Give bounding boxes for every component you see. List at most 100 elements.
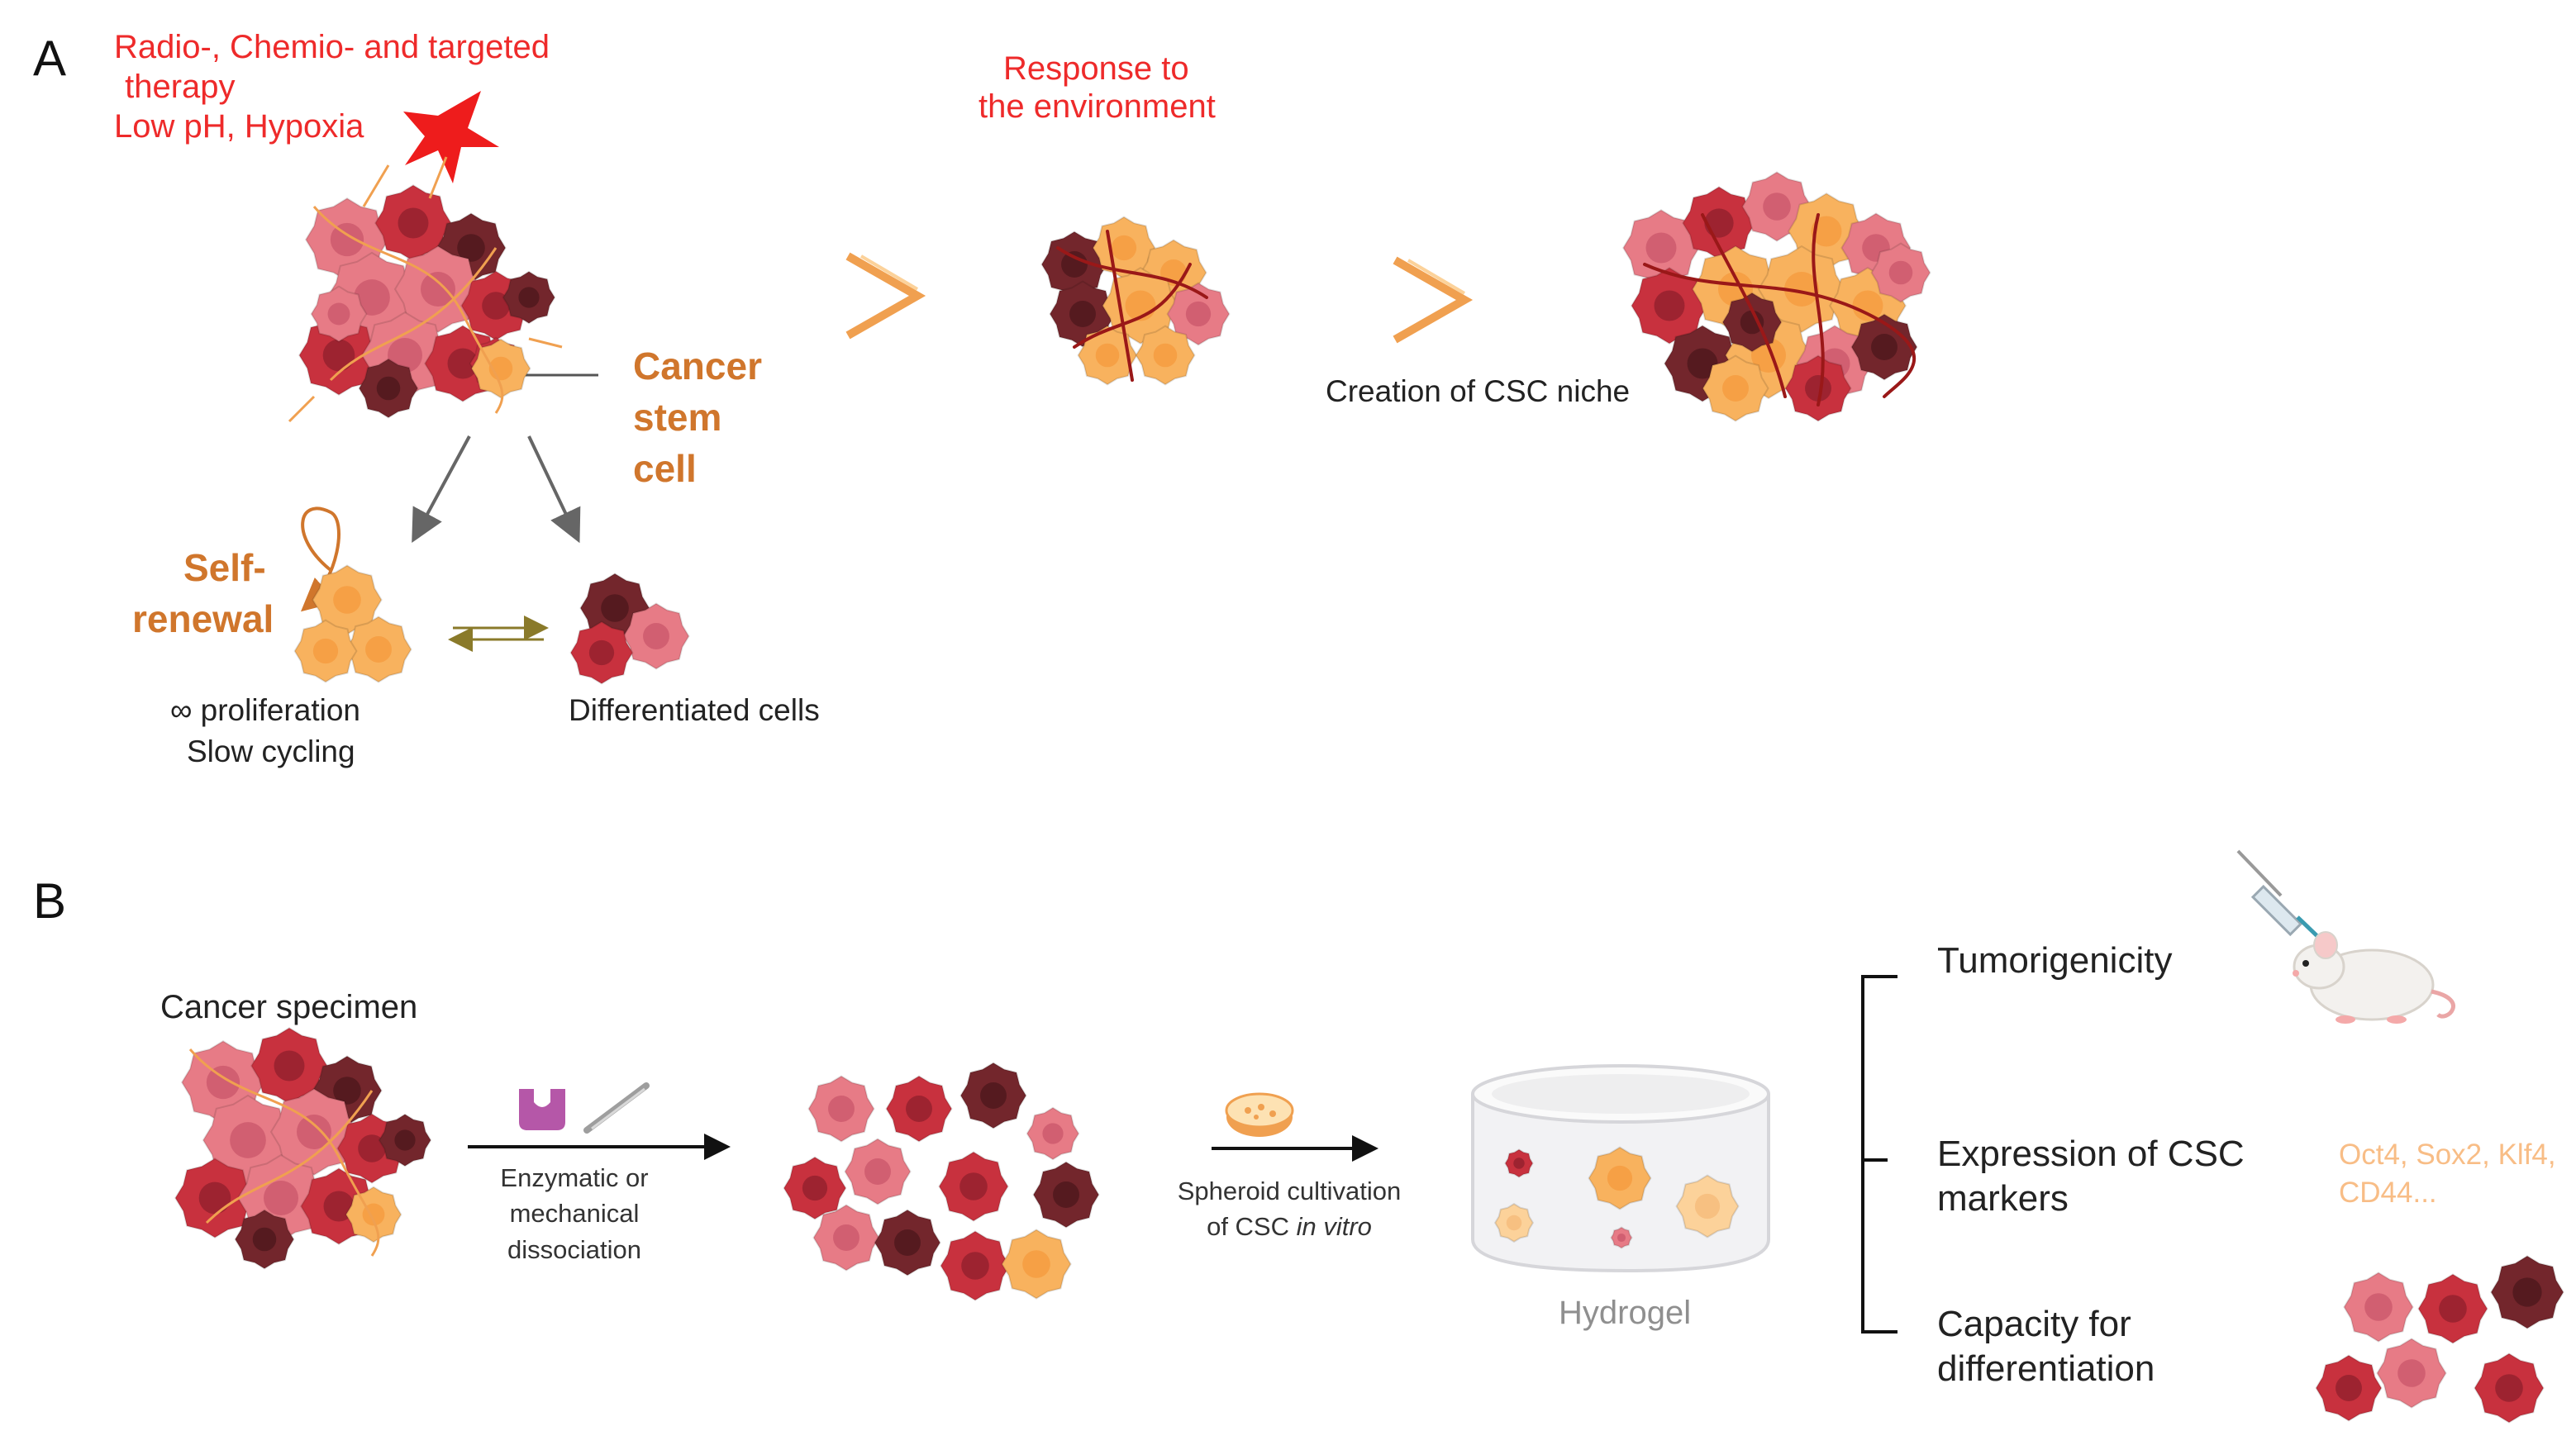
readout-cell xyxy=(2343,1272,2414,1343)
niche-cell xyxy=(1721,292,1783,353)
spheroid-label: Spheroid cultivation of CSC in vitro xyxy=(1157,1173,1421,1245)
self-renewal-cell xyxy=(345,616,412,683)
hydrogel-small-cell xyxy=(1504,1148,1534,1178)
differentiated-cells-label: Differentiated cells xyxy=(569,693,820,727)
hydrogel-cluster xyxy=(1675,1174,1740,1238)
differentiated-cell xyxy=(569,620,634,685)
niche-cell xyxy=(1870,242,1931,303)
specimen-filament xyxy=(205,1090,374,1224)
niche-cell xyxy=(1622,209,1700,287)
cancer-specimen-label: Cancer specimen xyxy=(160,989,418,1025)
readout-cell xyxy=(2315,1354,2383,1422)
response-vessels xyxy=(1056,230,1208,382)
dissociation-line-1: Enzymatic or xyxy=(500,1163,649,1192)
dissociation-line-3: dissociation xyxy=(507,1234,641,1264)
specimen-cell xyxy=(174,1158,255,1238)
mouse-icon xyxy=(2293,931,2455,1024)
dissociated-cell xyxy=(874,1209,941,1276)
differentiated-cell xyxy=(622,602,690,670)
dissociated-cell xyxy=(1001,1229,1072,1300)
niche-cell xyxy=(1702,354,1769,422)
stress-factors-line-1: Radio-, Chemio- and targeted xyxy=(114,29,550,65)
panel-a-label: A xyxy=(33,31,67,86)
proliferation-label: ∞ proliferation xyxy=(170,693,360,727)
capacity-label-line-1: Capacity for xyxy=(1937,1304,2131,1344)
response-cell xyxy=(1077,325,1138,386)
niche-vessels xyxy=(1643,213,1916,406)
chevron-right-icon-2 xyxy=(1407,259,1466,295)
stress-factors-line-3: Low pH, Hypoxia xyxy=(114,108,364,145)
spheroid-line-1: Spheroid cultivation xyxy=(1177,1177,1402,1205)
self-renewal-cell xyxy=(312,564,383,635)
spheroid-line-2-prefix: of CSC xyxy=(1207,1212,1297,1242)
response-cell xyxy=(1166,282,1231,346)
dissociated-cell xyxy=(940,1230,1011,1301)
chevron-right-icon xyxy=(845,252,926,340)
specimen-filament xyxy=(188,1048,380,1257)
markers-label-line-2: markers xyxy=(1937,1178,2069,1219)
readout-cell xyxy=(2474,1353,2545,1424)
niche-cell xyxy=(1757,245,1846,334)
tumorigenicity-label: Tumorigenicity xyxy=(1937,940,2173,981)
dissociated-cell xyxy=(1032,1161,1100,1229)
response-label-line-1: Response to xyxy=(1003,50,1189,87)
petri-dish-icon xyxy=(1225,1092,1294,1137)
enzyme-icon xyxy=(519,1089,565,1130)
dissociated-cell xyxy=(807,1075,875,1143)
tumor-filament xyxy=(329,247,498,382)
spheroid-line-2: of CSC in vitro xyxy=(1157,1209,1421,1244)
specimen-cell xyxy=(378,1113,432,1167)
chevron-right-icon-2 xyxy=(1393,256,1474,344)
arrow-to-differentiated xyxy=(527,435,581,544)
stress-star-icon xyxy=(403,91,499,183)
capacity-label-line-2: differentiation xyxy=(1937,1348,2155,1389)
dissociated-cell xyxy=(783,1156,847,1220)
dissociated-cell xyxy=(1026,1106,1080,1161)
tumor-cell xyxy=(358,358,419,419)
hydrogel-label: Hydrogel xyxy=(1559,1295,1692,1331)
spheroid-line-2-italic: in vitro xyxy=(1296,1212,1372,1242)
marker-list-line-2: CD44... xyxy=(2339,1177,2437,1209)
response-cell xyxy=(1049,280,1117,348)
cancer-stem-cell-line-3: cell xyxy=(633,447,697,490)
hydrogel-spheroid xyxy=(1588,1146,1652,1210)
markers-label-line-1: Expression of CSC xyxy=(1937,1134,2245,1174)
readout-bracket xyxy=(1861,975,1897,1334)
dissociated-cell xyxy=(844,1138,912,1205)
specimen-cell xyxy=(234,1209,295,1270)
dissociated-cell xyxy=(812,1204,880,1272)
readout-cell xyxy=(2376,1338,2447,1409)
marker-list-line-1: Oct4, Sox2, Klf4, xyxy=(2339,1139,2556,1171)
dissociation-label: Enzymatic or mechanical dissociation xyxy=(463,1160,686,1267)
hydrogel-small-cell xyxy=(1610,1226,1633,1249)
dissociated-cell xyxy=(885,1075,953,1143)
readout-cell xyxy=(2417,1273,2488,1344)
tumor-filament xyxy=(312,206,504,414)
stress-factors-line-2: therapy xyxy=(116,69,236,105)
tumor-cell xyxy=(502,270,556,325)
response-cell xyxy=(1135,325,1196,386)
chevron-right-icon xyxy=(859,254,919,291)
response-label-line-2: the environment xyxy=(978,88,1216,125)
slow-cycling-label: Slow cycling xyxy=(187,735,355,768)
dissociation-line-2: mechanical xyxy=(509,1199,640,1229)
self-renewal-cell xyxy=(293,619,358,683)
hydrogel-cluster xyxy=(1493,1202,1535,1243)
cancer-stem-cell-line-2: stem xyxy=(633,396,722,439)
cancer-stem-cell-line-1: Cancer xyxy=(633,345,762,387)
specimen-stem-cell xyxy=(345,1186,402,1243)
niche-cell xyxy=(1784,354,1852,422)
arrow-to-self-renewal xyxy=(412,435,471,544)
tumor-filament xyxy=(288,156,563,423)
dissociated-cell xyxy=(959,1062,1027,1129)
niche-cell xyxy=(1850,313,1918,381)
self-renewal-line-1: Self- xyxy=(183,546,266,589)
readout-cell xyxy=(2490,1255,2564,1329)
cell-illustrations xyxy=(174,156,2564,1424)
dissociated-cell xyxy=(938,1151,1009,1222)
scalpel-icon xyxy=(583,1082,650,1134)
csc-niche-label: Creation of CSC niche xyxy=(1326,374,1631,408)
panel-b-label: B xyxy=(33,873,67,929)
tumor-cell xyxy=(310,285,368,343)
